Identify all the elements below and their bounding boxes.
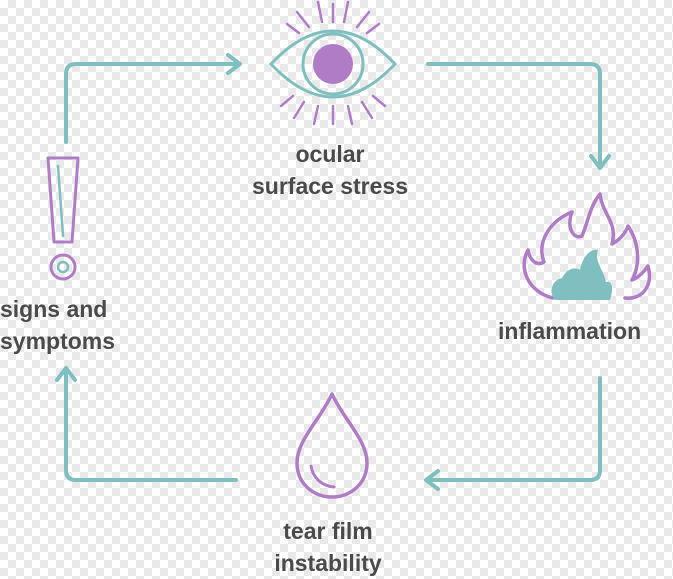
ocular-label-line2: surface stress <box>252 173 408 199</box>
inflammation-label-line1: inflammation <box>498 318 642 344</box>
droplet-icon <box>295 392 369 499</box>
signs-label-line1: signs and <box>0 296 108 322</box>
tear-film-instability-label: tear film instability <box>228 515 428 579</box>
tear-label-line2: instability <box>274 550 382 576</box>
arrow-to-tear <box>424 376 602 491</box>
arrow-to-ocular <box>64 53 242 144</box>
inflammation-label: inflammation <box>498 315 673 347</box>
ocular-label-line1: ocular <box>295 141 365 167</box>
signs-label-line2: symptoms <box>0 328 116 354</box>
ocular-surface-stress-label: ocular surface stress <box>230 138 430 202</box>
tear-label-line1: tear film <box>283 518 373 544</box>
eye-icon <box>268 0 398 126</box>
exclamation-icon <box>46 156 80 281</box>
arrow-to-signs <box>55 366 238 482</box>
arrow-to-inflammation <box>426 62 611 170</box>
arrows <box>55 53 611 491</box>
signs-and-symptoms-label: signs and symptoms <box>0 293 150 357</box>
flame-icon <box>522 192 652 300</box>
